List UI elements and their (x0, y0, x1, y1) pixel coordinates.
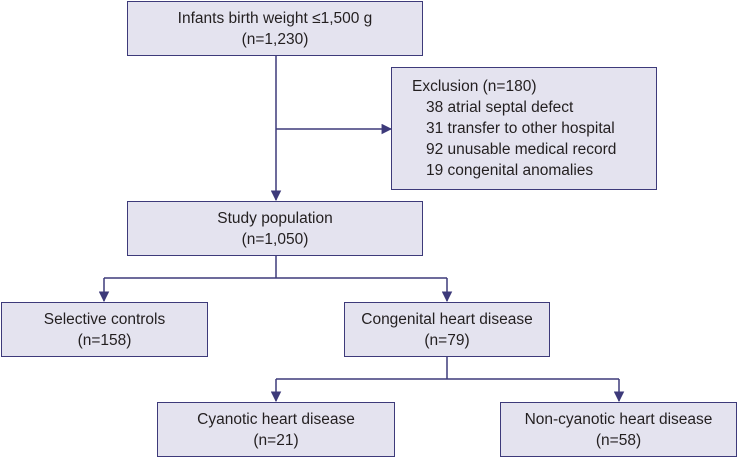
cyanotic-title: Cyanotic heart disease (197, 410, 355, 428)
cyanotic-heart-disease-box: Cyanotic heart disease (n=21) (157, 402, 395, 457)
infants-box: Infants birth weight ≤1,500 g (n=1,230) (127, 1, 423, 56)
selective-controls-box: Selective controls (n=158) (1, 302, 208, 357)
infants-title: Infants birth weight ≤1,500 g (177, 9, 373, 27)
exclusion-title: Exclusion (n=180) (412, 78, 537, 95)
exclusion-item-congenital-anomalies: 19 congenital anomalies (426, 162, 594, 179)
non-cyanotic-heart-disease-box: Non-cyanotic heart disease (n=58) (500, 402, 737, 457)
exclusion-item-asd: 38 atrial septal defect (426, 99, 574, 116)
study-population-box: Study population (n=1,050) (127, 201, 423, 256)
chd-title: Congenital heart disease (361, 310, 533, 328)
noncyanotic-title: Non-cyanotic heart disease (524, 410, 713, 428)
cyanotic-count: (n=21) (253, 431, 299, 449)
infants-count: (n=1,230) (241, 30, 309, 48)
controls-title: Selective controls (43, 310, 166, 328)
study-count: (n=1,050) (241, 230, 309, 248)
study-title: Study population (217, 209, 333, 227)
congenital-heart-disease-box: Congenital heart disease (n=79) (344, 302, 550, 357)
chd-count: (n=79) (424, 331, 470, 349)
noncyanotic-count: (n=58) (595, 431, 642, 449)
exclusion-item-unusable-record: 92 unusable medical record (426, 141, 617, 158)
exclusion-box: Exclusion (n=180) 38 atrial septal defec… (391, 67, 657, 190)
exclusion-item-transfer: 31 transfer to other hospital (426, 120, 615, 137)
controls-count: (n=158) (77, 331, 132, 349)
